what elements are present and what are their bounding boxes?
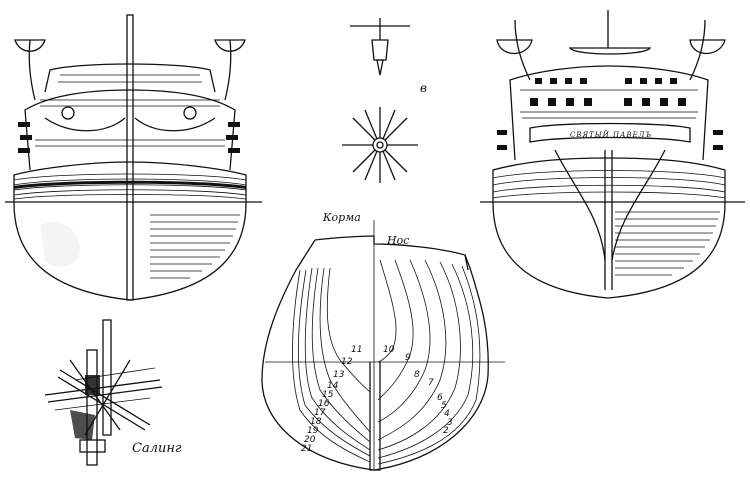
frame-number: 5 — [441, 401, 447, 411]
saling-detail — [44, 319, 163, 466]
stern-gallery-right — [509, 65, 709, 161]
detail-letter: в — [420, 81, 427, 95]
stern-body-left — [24, 89, 236, 171]
gallery-view-ship: СВЯТЫЙ ПАВЕЛЪ — [480, 10, 745, 299]
lantern-left — [14, 39, 46, 52]
frame-number: 9 — [405, 353, 411, 363]
stern-label: Корма — [322, 211, 361, 224]
frame-number: 4 — [444, 409, 450, 419]
frame-number: 10 — [383, 345, 395, 355]
frame-number: 16 — [318, 399, 330, 409]
body-plan: Корма Нос 2 3 4 5 6 7 8 9 10 11 12 13 14… — [261, 211, 505, 471]
lantern-right — [214, 39, 246, 52]
saling-label: Салинг — [132, 441, 182, 456]
frame-number: 3 — [447, 418, 453, 428]
hull-underwater-right — [492, 202, 726, 299]
bow-label: Нос — [386, 234, 409, 247]
lantern-detail — [350, 18, 410, 76]
hull-bottom-hatching — [150, 214, 240, 279]
ship-name-text: СВЯТЫЙ ПАВЕЛЪ — [570, 129, 652, 139]
outer-frame — [261, 239, 489, 471]
frame-number: 19 — [307, 426, 319, 436]
boat-top — [568, 47, 652, 55]
stern-frames — [292, 267, 371, 463]
frame-number: 7 — [428, 378, 434, 388]
frame-number: 8 — [414, 370, 420, 380]
lantern-arm-left — [28, 39, 36, 101]
frame-number: 14 — [327, 381, 339, 391]
bow-frames — [377, 259, 481, 465]
lantern-right-ship-left — [496, 39, 533, 54]
frame-number: 12 — [341, 357, 353, 367]
frame-number: 17 — [314, 408, 326, 418]
frame-number: 20 — [304, 435, 316, 445]
gun-ports-left — [18, 122, 240, 153]
frame-number: 13 — [333, 370, 345, 380]
lantern-right-ship-right — [689, 39, 726, 54]
gallery-windows — [530, 78, 686, 106]
frame-number: 2 — [443, 426, 449, 436]
frame-number: 6 — [437, 393, 443, 403]
frame-number: 15 — [322, 390, 334, 400]
frame-number: 18 — [310, 417, 322, 427]
hull-upper-left — [13, 161, 247, 203]
capstan-star-detail — [342, 107, 418, 183]
name-board — [529, 122, 691, 143]
stern-view-ship — [5, 14, 262, 301]
frame-number: 11 — [351, 345, 362, 355]
rudder-left — [126, 14, 134, 301]
frame-number: 21 — [301, 444, 312, 454]
